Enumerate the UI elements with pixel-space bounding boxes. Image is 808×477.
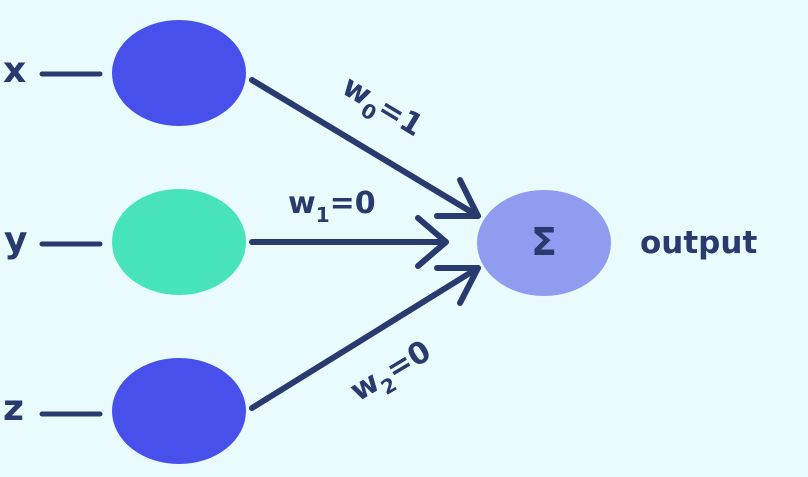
input-label-z: z — [3, 388, 24, 429]
weight-label-1: w1=0 — [288, 186, 376, 227]
sum-node — [477, 190, 611, 296]
sigma-symbol: Σ — [531, 220, 557, 264]
arrow-x-to-sum — [249, 77, 481, 219]
input-node-y — [112, 189, 246, 295]
input-label-y: y — [4, 220, 27, 261]
weight-label-2: w2=0 — [344, 334, 440, 414]
svg-text:w2=0: w2=0 — [344, 334, 440, 414]
arrow-z-to-sum — [249, 265, 481, 411]
input-label-x: x — [3, 50, 26, 91]
output-label: output — [640, 225, 757, 261]
input-node-z — [112, 358, 246, 464]
input-node-x — [112, 20, 246, 126]
svg-text:w1=0: w1=0 — [288, 186, 376, 227]
arrow-y-to-sum — [249, 215, 449, 269]
